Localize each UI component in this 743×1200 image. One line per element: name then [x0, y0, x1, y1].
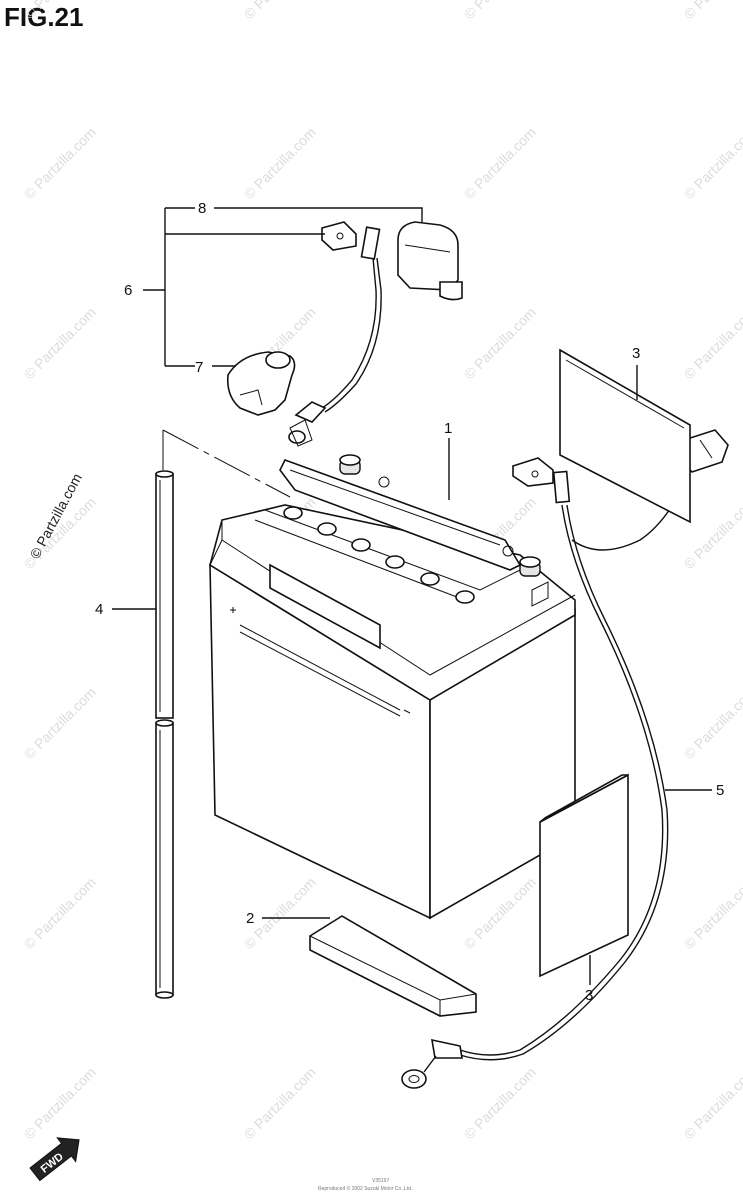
part-5-battery-minus-cable[interactable]	[401, 429, 729, 1089]
part-8-terminal-cover[interactable]	[397, 221, 463, 301]
figure-title: FIG.21	[4, 2, 84, 32]
rod-dash-line	[162, 429, 291, 498]
callout-3-lower: 3	[585, 987, 593, 1004]
watermark-text: © Partzilla.com	[681, 0, 743, 22]
watermark-text: © Partzilla.com	[21, 0, 99, 22]
footer-copyright: Reproduced © 2002 Suzuki Motor Co.,Ltd.	[318, 1185, 412, 1192]
watermark-text: © Partzilla.com	[681, 304, 743, 382]
part-4-rod[interactable]	[155, 470, 174, 999]
watermark-text: © Partzilla.com	[461, 0, 539, 22]
part-3-upper-sheet[interactable]	[559, 348, 691, 524]
watermark-text: © Partzilla.com	[241, 124, 319, 202]
part-7-terminal-boot[interactable]	[226, 351, 296, 416]
callout-4: 4	[95, 601, 103, 618]
callout-6: 6	[124, 282, 132, 299]
callout-5: 5	[716, 782, 724, 799]
watermark-text: © Partzilla.com	[681, 684, 743, 762]
leader-lines	[112, 207, 712, 985]
watermark-text: © Partzilla.com	[461, 1064, 539, 1142]
callout-2: 2	[246, 910, 254, 927]
callout-8: 8	[198, 200, 206, 217]
watermark-text: © Partzilla.com	[681, 1064, 743, 1142]
watermark-text: © Partzilla.com	[681, 874, 743, 952]
callout-1: 1	[444, 420, 452, 437]
watermark-text: © Partzilla.com	[21, 1064, 99, 1142]
callout-7: 7	[195, 359, 203, 376]
part-6-battery-plus-cable[interactable]	[288, 221, 382, 447]
watermark-text: © Partzilla.com	[461, 304, 539, 382]
watermark-text: © Partzilla.com	[21, 124, 99, 202]
watermark-text: © Partzilla.com	[21, 684, 99, 762]
watermark-text: © Partzilla.com	[21, 874, 99, 952]
watermark-text: © Partzilla.com	[241, 0, 319, 22]
part-3-lower-sheet[interactable]	[539, 773, 629, 978]
callout-3-upper: 3	[632, 345, 640, 362]
part-1-battery[interactable]	[209, 454, 576, 920]
watermark-text: © Partzilla.com	[681, 124, 743, 202]
watermark-text: © Partzilla.com	[241, 1064, 319, 1142]
footer-code: V35197	[372, 1178, 389, 1184]
watermark-text: © Partzilla.com	[21, 304, 99, 382]
watermark-text: © Partzilla.com	[461, 124, 539, 202]
part-2-pad[interactable]	[309, 915, 477, 1017]
